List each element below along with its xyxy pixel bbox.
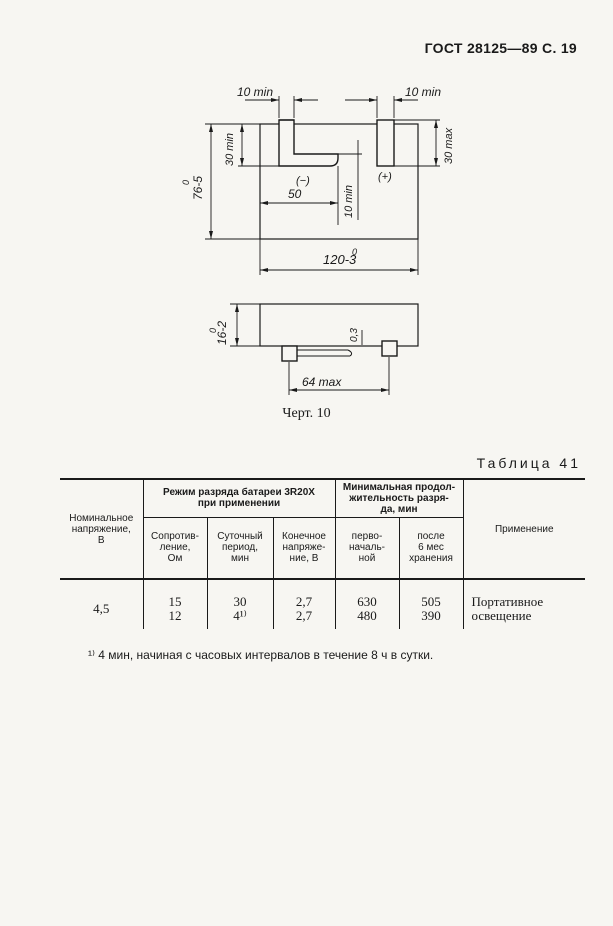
dim-30min-label: 30 min (224, 133, 236, 166)
negative-terminal (278, 119, 339, 167)
body-outline-top-view (259, 123, 419, 240)
technical-drawing: 10 min 10 min 30 min 30 max 76-5 0 50 10… (181, 85, 455, 395)
dim-30max-label: 30 max (443, 127, 455, 164)
header-resistance: Сопротив-ление,Ом (142, 516, 207, 579)
figure-caption: Черт. 10 (282, 406, 331, 421)
dim-10min-mid-label: 10 min (343, 185, 355, 218)
dim-50-label: 50 (288, 187, 302, 201)
header-application: Применение (462, 478, 585, 579)
dim-16-superscript: 0 (208, 328, 218, 333)
dim-76-label: 76-5 (191, 176, 205, 200)
negative-terminal-side (281, 345, 298, 362)
dim-76-superscript: 0 (181, 180, 191, 185)
dim-03-label: 0,3 (349, 328, 360, 342)
minus-label: (−) (296, 175, 310, 187)
plus-label: (+) (378, 171, 392, 183)
dim-16-label: 16-2 (215, 321, 229, 345)
dim-120-superscript: 0 (352, 247, 357, 257)
dim-10min-left-label: 10 min (237, 85, 273, 99)
dim-64max-label: 64 max (302, 375, 342, 389)
header-initial: перво-началь-ной (334, 516, 399, 579)
footnote: ¹⁾ 4 мин, начиная с часовых интервалов в… (88, 648, 434, 662)
table-title: Таблица 41 (476, 455, 581, 471)
dim-10min-right-label: 10 min (405, 85, 441, 99)
positive-terminal-side (381, 340, 398, 357)
body-outline-side-view (259, 303, 419, 347)
cell-nominal: 4,5 (60, 578, 143, 629)
header-min-duration: Минимальная продол-жительность разря-да,… (334, 478, 463, 517)
dim-120-label: 120-3 (323, 252, 357, 267)
page-header: ГОСТ 28125—89 С. 19 (424, 40, 577, 56)
positive-terminal (376, 119, 395, 167)
